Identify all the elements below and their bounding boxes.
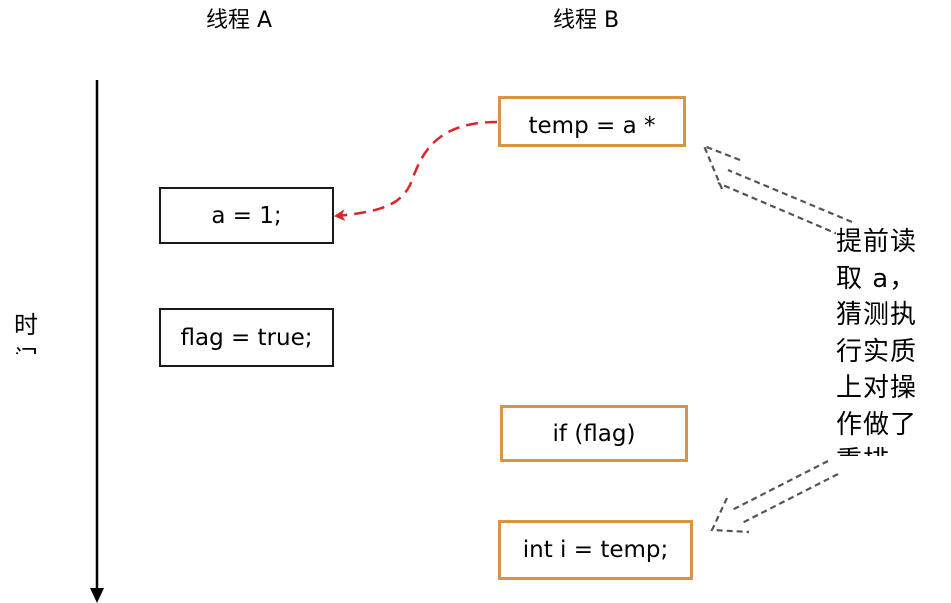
read-dependency-arrow <box>334 120 498 222</box>
reorder-annotation: 提前读取 a，猜测执行实质上对操作做了重排 <box>836 224 936 456</box>
thread-a-step-1: a = 1; <box>159 187 334 244</box>
time-axis-arrowhead <box>90 588 104 603</box>
note-arrow-upper <box>701 144 853 237</box>
thread-b-step-2: if (flag) <box>500 405 688 462</box>
thread-a-step-2: flag = true; <box>159 308 334 367</box>
thread-b-step-3: int i = temp; <box>498 520 693 580</box>
note-arrow-lower <box>710 460 839 534</box>
thread-b-header: 线程 B <box>553 8 620 33</box>
time-axis-label: 时间 <box>14 311 38 354</box>
thread-b-step-1: temp = a * <box>498 96 686 147</box>
thread-a-header: 线程 A <box>206 8 273 33</box>
